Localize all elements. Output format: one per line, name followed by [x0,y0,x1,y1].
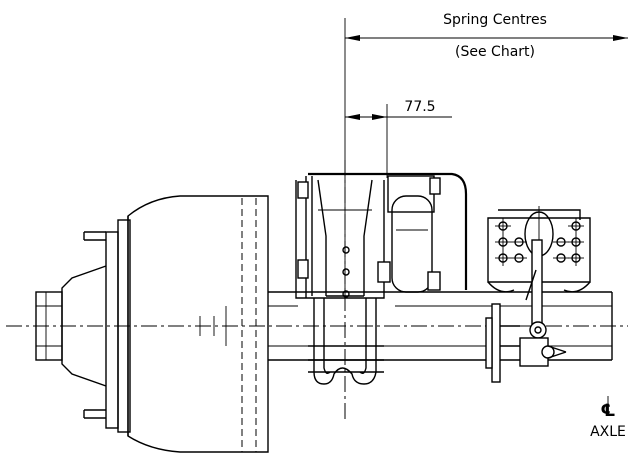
axle-centreline-marker: ℄ AXLE [590,396,626,440]
brake-camshaft-lever [485,239,567,383]
offset-value-label: 77.5 [404,99,435,115]
spring-centres-dimension: Spring Centres (See Chart) [344,12,628,300]
offset-dimension: 77.5 [345,99,452,178]
axle-label: AXLE [590,424,626,440]
bracket-holes [495,218,584,266]
hub-cap [35,265,107,387]
brake-drum [127,195,269,453]
see-chart-label: (See Chart) [455,44,535,60]
u-bolt-clamp [308,298,384,385]
hub-flange [83,219,131,433]
shock-absorber [387,175,441,293]
spring-centres-label: Spring Centres [443,12,547,28]
centreline-symbol: ℄ [600,401,615,421]
